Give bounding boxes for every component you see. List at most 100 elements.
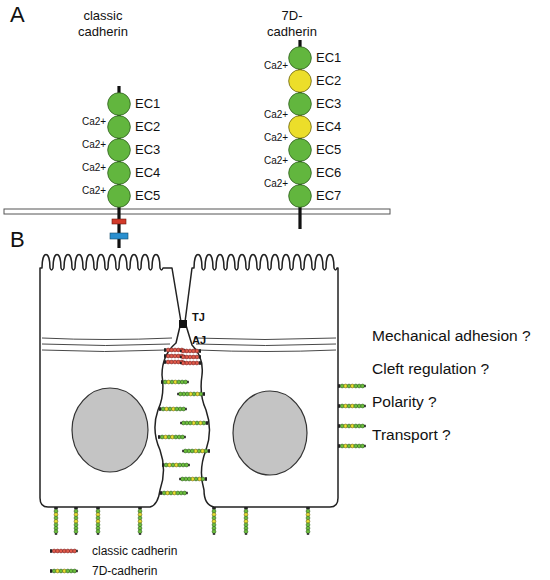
domain-bead: [212, 530, 216, 534]
7d-cadherin-icon: [338, 424, 366, 428]
7d-cadherin-icon: [244, 507, 248, 535]
domain-bead: [183, 491, 187, 495]
tip-bar: [364, 385, 366, 387]
tip-bar: [185, 408, 187, 410]
domain-bead: [181, 477, 185, 481]
calcium-label: Ca2+: [82, 139, 106, 152]
epithelial-cell: [40, 255, 181, 508]
7d-cadherin-icon: [338, 404, 366, 408]
actin-belt: [42, 344, 170, 346]
actin-belt: [198, 350, 336, 352]
domain-bead: [179, 392, 183, 396]
tip-bar: [188, 464, 190, 466]
7d-cadherin-icon: [54, 507, 58, 535]
classic-cadherin-icon: [164, 348, 185, 352]
domain-bead: [361, 384, 365, 388]
binding-domain: [112, 219, 126, 224]
calcium-label: Ca2+: [82, 162, 106, 175]
domain-label: EC2: [135, 119, 160, 135]
function-question: Polarity ?: [372, 392, 437, 411]
domain-bead: [181, 435, 185, 439]
ec-domain: [108, 162, 131, 185]
classic-cadherin-icon: [180, 355, 201, 359]
ec-domain: [108, 116, 131, 139]
nucleus: [72, 388, 148, 472]
protein-name: classic cadherin: [73, 8, 133, 41]
legend-text: classic cadherin: [92, 544, 177, 559]
7d-cadherin-icon: [212, 507, 216, 535]
tip-bar: [180, 356, 182, 358]
7d-cadherin-icon: [306, 507, 310, 535]
domain-bead: [361, 424, 365, 428]
nucleus: [233, 391, 307, 475]
ec-domain: [108, 185, 131, 208]
classic-cadherin-icon: [164, 360, 185, 364]
calcium-label: Ca2+: [264, 155, 288, 168]
tip-bar: [179, 478, 181, 480]
calcium-label: Ca2+: [264, 178, 288, 191]
7d-cadherin-icon: [180, 421, 208, 425]
junction-label: AJ: [192, 334, 206, 348]
7d-cadherin-icon: [179, 477, 207, 481]
7d-cadherin-icon: [182, 449, 210, 453]
protein-name: 7D-cadherin: [264, 8, 320, 41]
tip-bar: [180, 422, 182, 424]
domain-bead: [54, 530, 58, 534]
tip-bar: [307, 533, 309, 535]
actin-belt: [42, 350, 166, 352]
domain-label: EC1: [316, 50, 341, 66]
domain-label: EC4: [135, 165, 160, 181]
panel-letter: A: [10, 1, 25, 29]
domain-label: EC2: [316, 73, 341, 89]
ec-domain: [289, 116, 312, 139]
domain-bead: [182, 407, 186, 411]
domain-label: EC5: [316, 142, 341, 158]
actin-belt: [194, 338, 336, 340]
domain-bead: [181, 349, 185, 353]
7d-cadherin-icon: [177, 392, 205, 396]
domain-bead: [184, 449, 188, 453]
7d-cadherin-icon: [96, 507, 100, 535]
tip-bar: [97, 533, 99, 535]
domain-label: EC1: [135, 96, 160, 112]
function-question: Mechanical adhesion ?: [372, 326, 531, 345]
domain-bead: [185, 463, 189, 467]
tip-bar: [184, 436, 186, 438]
domain-bead: [184, 380, 188, 384]
7d-cadherin-icon: [158, 435, 186, 439]
classic-cadherin-icon: [180, 361, 201, 365]
binding-domain: [110, 233, 128, 239]
tip-bar: [364, 425, 366, 427]
domain-bead: [73, 549, 77, 553]
domain-bead: [181, 361, 185, 365]
domain-label: EC3: [135, 142, 160, 158]
ec-domain: [289, 47, 312, 70]
ec-domain: [108, 93, 131, 116]
7d-cadherin-icon: [162, 463, 190, 467]
function-question: Transport ?: [372, 425, 451, 444]
domain-label: EC5: [135, 188, 160, 204]
domain-bead: [181, 355, 185, 359]
tip-bar: [364, 445, 366, 447]
ec-domain: [108, 139, 131, 162]
classic-cadherin-icon: [164, 354, 185, 358]
7d-cadherin-icon: [338, 384, 366, 388]
tip-bar: [364, 405, 366, 407]
tip-bar: [55, 533, 57, 535]
calcium-label: Ca2+: [82, 185, 106, 198]
domain-label: EC6: [316, 165, 341, 181]
epithelial-cell: [185, 255, 338, 508]
calcium-label: Ca2+: [82, 116, 106, 129]
ec-domain: [289, 185, 312, 208]
junction-label: TJ: [192, 311, 205, 325]
calcium-label: Ca2+: [264, 109, 288, 122]
classic-cadherin-icon: [50, 549, 78, 553]
ec-domain: [289, 162, 312, 185]
domain-bead: [361, 404, 365, 408]
tip-bar: [182, 450, 184, 452]
7d-cadherin-icon: [338, 444, 366, 448]
tip-bar: [180, 362, 182, 364]
actin-belt: [42, 338, 172, 340]
membrane: [4, 209, 390, 214]
tip-bar: [75, 533, 77, 535]
